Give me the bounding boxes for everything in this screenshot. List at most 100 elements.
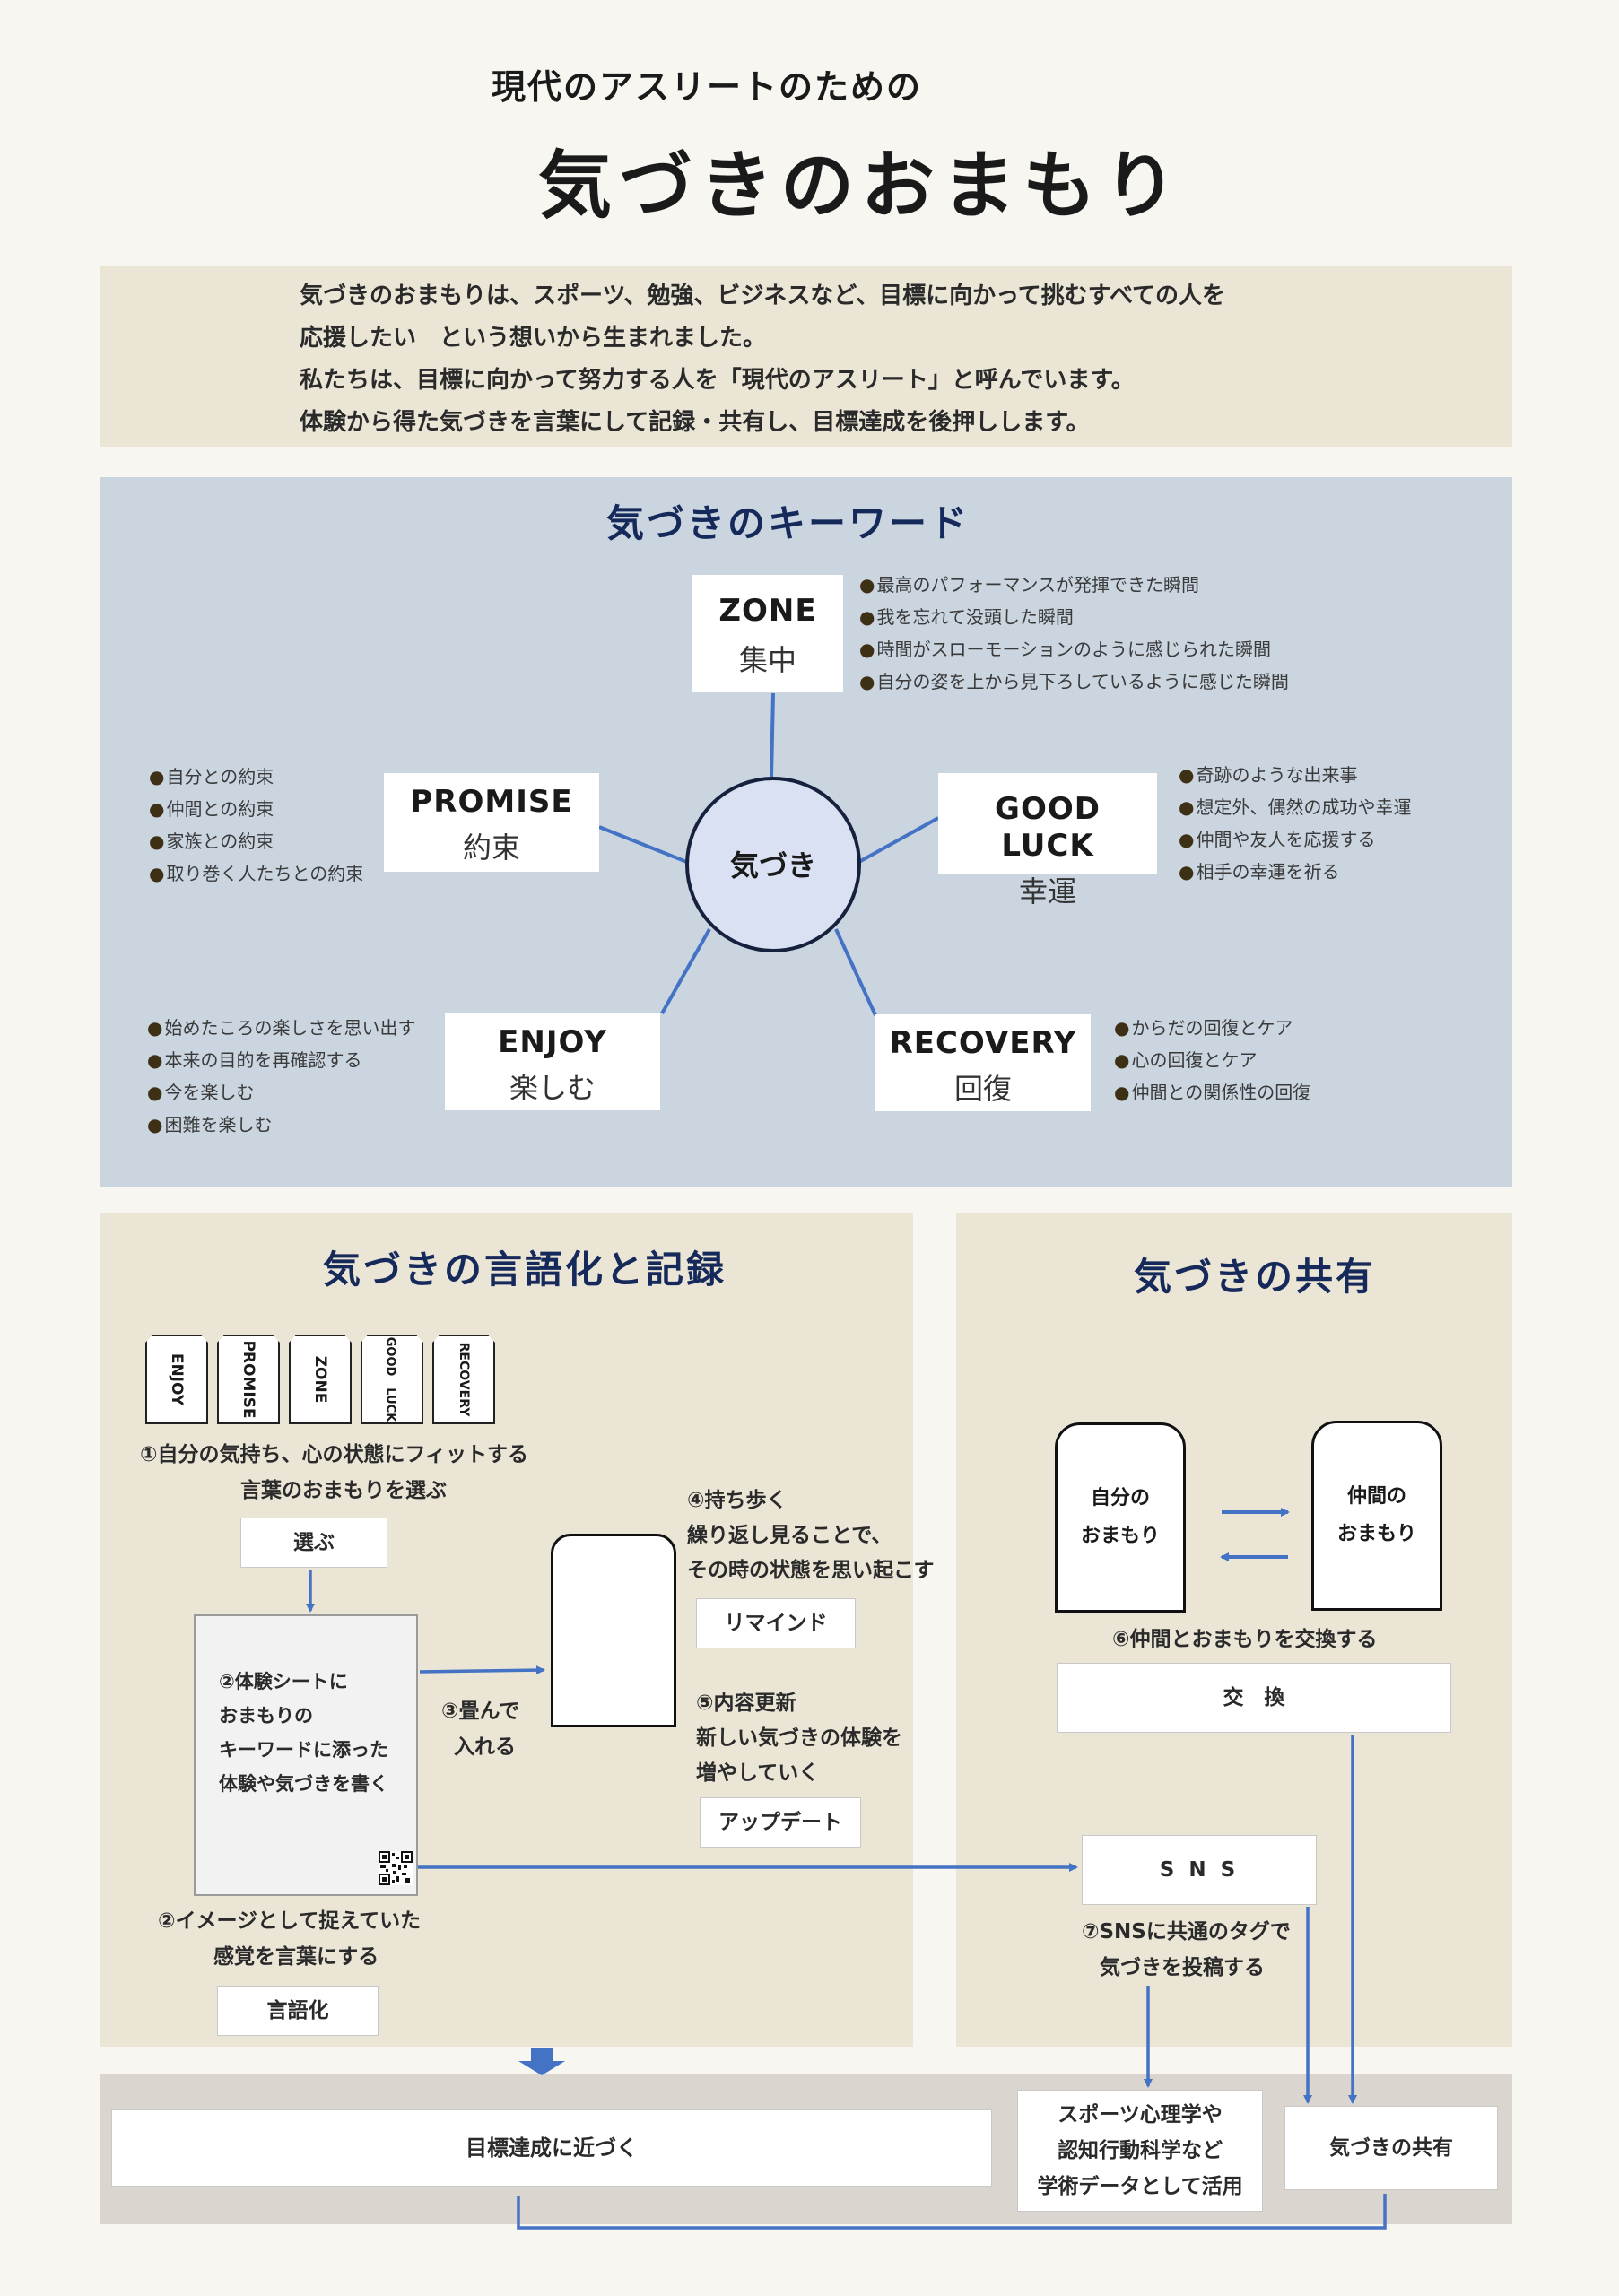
- step4-text: ④持ち歩く 繰り返し見ることで、 その時の状態を思い起こす: [687, 1483, 935, 1588]
- intro-text: 気づきのおまもりは、スポーツ、勉強、ビジネスなど、目標に向かって挑むすべての人を…: [300, 275, 1225, 444]
- recovery-bullets: からだの回復とケア 心の回復とケア 仲間との関係性の回復: [1114, 1012, 1310, 1109]
- bullet-item: 今を楽しむ: [147, 1076, 415, 1109]
- keyword-promise-en: PROMISE: [410, 784, 573, 820]
- enjoy-bullets: 始めたころの楽しさを思い出す 本来の目的を再確認する 今を楽しむ 困難を楽しむ: [147, 1012, 415, 1141]
- promise-bullets: 自分との約束 仲間との約束 家族との約束 取り巻く人たちとの約束: [149, 761, 363, 890]
- my-omamori: 自分の おまもり: [1055, 1422, 1186, 1613]
- bullet-item: からだの回復とケア: [1114, 1012, 1310, 1044]
- academic-line: スポーツ心理学や: [1058, 2103, 1223, 2126]
- step2b-line1: ②イメージとして捉えていた: [158, 1909, 422, 1933]
- bullet-item: 相手の幸運を祈る: [1179, 856, 1411, 888]
- goal-box: 目標達成に近づく: [111, 2109, 992, 2187]
- academic-text: スポーツ心理学や 認知行動科学など 学術データとして活用: [1037, 2097, 1242, 2205]
- bullet-item: 最高のパフォーマンスが発揮できた瞬間: [859, 569, 1289, 601]
- sheet-text: ②体験シートに おまもりの キーワードに添った 体験や気づきを書く: [219, 1665, 388, 1801]
- bullet-item: 本来の目的を再確認する: [147, 1044, 415, 1076]
- step1-line1: ①自分の気持ち、心の状態にフィットする: [140, 1443, 529, 1466]
- share-panel: [956, 1213, 1512, 2047]
- step3-text: ③畳んで 入れる: [441, 1693, 519, 1765]
- tag-zone: ZONE: [289, 1335, 352, 1424]
- goodluck-bullets: 奇跡のような出来事 想定外、偶然の成功や幸運 仲間や友人を応援する 相手の幸運を…: [1179, 759, 1411, 888]
- step7-line1: ⑦SNSに共通のタグで: [1082, 1920, 1291, 1944]
- verbalize-box: 言語化: [217, 1986, 379, 2036]
- bullet-item: 家族との約束: [149, 825, 363, 857]
- step3-line2: 入れる: [454, 1735, 516, 1759]
- my-omamori-line: おまもり: [1080, 1525, 1160, 1547]
- bullet-item: 我を忘れて没頭した瞬間: [859, 601, 1289, 633]
- bullet-item: 仲間や友人を応援する: [1179, 823, 1411, 856]
- step4-line: その時の状態を思い起こす: [687, 1559, 935, 1582]
- friend-omamori-line: おまもり: [1336, 1523, 1416, 1545]
- keyword-enjoy: ENJOY 楽しむ: [445, 1013, 660, 1110]
- keyword-recovery: RECOVERY 回復: [875, 1014, 1091, 1111]
- connector-goodluck: [857, 816, 939, 865]
- connector-promise: [598, 825, 690, 865]
- zone-bullets: 最高のパフォーマンスが発揮できた瞬間 我を忘れて没頭した瞬間 時間がスローモーシ…: [859, 569, 1289, 698]
- center-circle: [685, 777, 861, 952]
- sheet-line: おまもりの: [219, 1705, 313, 1726]
- friend-omamori-line: 仲間の: [1346, 1485, 1406, 1508]
- keyword-zone-jp: 集中: [738, 643, 796, 677]
- subtitle: 現代のアスリートのための: [492, 67, 923, 107]
- step5-line: 新しい気づきの体験を: [696, 1726, 902, 1750]
- sheet-line: 体験や気づきを書く: [219, 1773, 388, 1795]
- intro-line: 気づきのおまもりは、スポーツ、勉強、ビジネスなど、目標に向かって挑むすべての人を: [300, 283, 1225, 309]
- academic-box: スポーツ心理学や 認知行動科学など 学術データとして活用: [1017, 2090, 1263, 2212]
- exchange-box: 交 換: [1057, 1663, 1451, 1733]
- record-heading: 気づきの言語化と記録: [323, 1248, 727, 1292]
- bullet-item: 困難を楽しむ: [147, 1109, 415, 1141]
- step7-line2: 気づきを投稿する: [1100, 1956, 1265, 1979]
- tag-enjoy: ENJOY: [145, 1335, 208, 1424]
- my-omamori-line: 自分の: [1090, 1487, 1150, 1509]
- sharing-box: 気づきの共有: [1284, 2106, 1498, 2190]
- bullet-item: 自分の姿を上から見下ろしているように感じた瞬間: [859, 665, 1288, 698]
- bullet-item: 時間がスローモーションのように感じられた瞬間: [859, 633, 1289, 665]
- share-heading: 気づきの共有: [1134, 1255, 1377, 1299]
- qr-code-icon: [379, 1851, 413, 1885]
- step5-line: 増やしていく: [696, 1761, 820, 1785]
- intro-line: 応援したい という想いから生まれました。: [300, 325, 767, 352]
- keyword-recovery-en: RECOVERY: [889, 1025, 1077, 1061]
- step1-line2: 言葉のおまもりを選ぶ: [240, 1479, 447, 1502]
- step3-line1: ③畳んで: [441, 1700, 520, 1723]
- step4-line: ④持ち歩く: [687, 1489, 788, 1512]
- center-label: 気づき: [729, 848, 816, 883]
- bullet-item: 取り巻く人たちとの約束: [149, 857, 363, 890]
- step6-text: ⑥仲間とおまもりを交換する: [1112, 1628, 1378, 1651]
- intro-line: 体験から得た気づきを言葉にして記録・共有し、目標達成を後押しします。: [300, 409, 1090, 436]
- intro-line: 私たちは、目標に向かって努力する人を「現代のアスリート」と呼んでいます。: [300, 367, 1135, 394]
- keyword-goodluck-en: GOOD LUCK: [995, 791, 1132, 864]
- sheet-line: キーワードに添った: [219, 1739, 388, 1761]
- keyword-goodluck-jp: 幸運: [1018, 874, 1076, 909]
- tag-promise: PROMISE: [217, 1335, 280, 1424]
- experience-sheet: ②体験シートに おまもりの キーワードに添った 体験や気づきを書く: [194, 1614, 418, 1896]
- keywords-heading: 気づきのキーワード: [606, 501, 971, 545]
- update-box: アップデート: [700, 1797, 861, 1848]
- academic-line: 学術データとして活用: [1037, 2175, 1243, 2198]
- down-arrow-icon: [518, 2048, 565, 2075]
- tag-goodluck: GOOD LUCK: [361, 1335, 423, 1424]
- omamori-pouch-icon: [551, 1534, 676, 1727]
- academic-line: 認知行動科学など: [1058, 2139, 1223, 2162]
- keyword-enjoy-en: ENJOY: [498, 1024, 607, 1060]
- sns-box: S N S: [1082, 1835, 1317, 1905]
- bullet-item: 想定外、偶然の成功や幸運: [1179, 791, 1411, 823]
- connector-enjoy: [660, 928, 711, 1014]
- intro-panel: 気づきのおまもりは、スポーツ、勉強、ビジネスなど、目標に向かって挑むすべての人を…: [100, 266, 1512, 447]
- bullet-item: 始めたころの楽しさを思い出す: [147, 1012, 415, 1044]
- step2b-text: ②イメージとして捉えていた 感覚を言葉にする: [158, 1903, 421, 1975]
- keyword-zone-en: ZONE: [718, 593, 817, 629]
- step2b-line2: 感覚を言葉にする: [213, 1945, 379, 1969]
- keyword-recovery-jp: 回復: [953, 1072, 1012, 1106]
- step7-text: ⑦SNSに共通のタグで 気づきを投稿する: [1082, 1914, 1291, 1986]
- keyword-promise-jp: 約束: [462, 831, 520, 865]
- step5-text: ⑤内容更新 新しい気づきの体験を 増やしていく: [696, 1686, 902, 1791]
- keyword-enjoy-jp: 楽しむ: [509, 1071, 596, 1105]
- step4-line: 繰り返し見ることで、: [687, 1524, 892, 1547]
- loop-bracket: [517, 2194, 1387, 2230]
- arrow-sheet-to-pouch: [419, 1665, 545, 1675]
- bullet-item: 自分との約束: [149, 761, 363, 793]
- connector-recovery: [834, 928, 877, 1016]
